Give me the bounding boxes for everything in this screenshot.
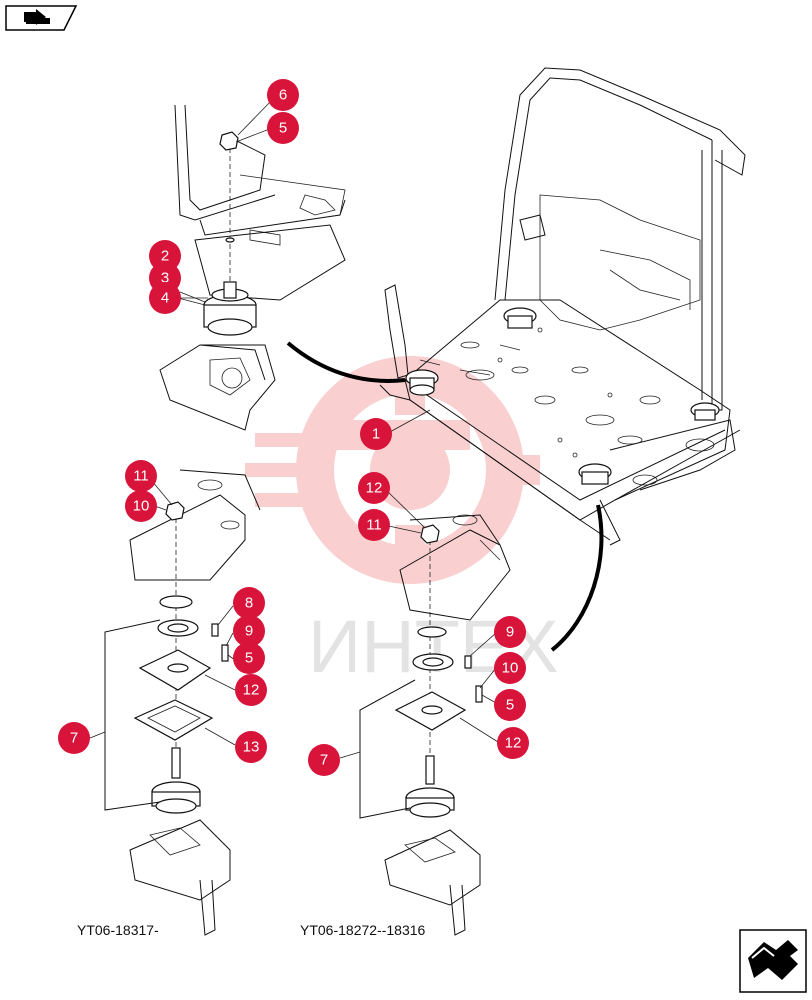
cab-mount-front-right xyxy=(578,463,612,485)
callout-4: 4 xyxy=(149,282,181,314)
svg-text:4: 4 xyxy=(161,290,169,307)
svg-text:8: 8 xyxy=(245,595,253,612)
svg-text:5: 5 xyxy=(506,697,514,714)
svg-text:9: 9 xyxy=(506,624,514,641)
svg-text:7: 7 xyxy=(320,752,328,769)
next-arrow-icon[interactable] xyxy=(738,928,808,994)
callout-10-left: 10 xyxy=(125,490,157,522)
svg-text:11: 11 xyxy=(133,468,149,485)
svg-text:10: 10 xyxy=(133,498,150,515)
cab-mount-front-left xyxy=(405,369,439,396)
svg-text:9: 9 xyxy=(245,623,253,640)
svg-text:1: 1 xyxy=(372,426,380,443)
callout-8-left: 8 xyxy=(233,587,265,619)
curved-arrow-lower xyxy=(550,504,604,652)
leader-lines xyxy=(89,99,499,759)
svg-text:12: 12 xyxy=(243,682,260,699)
callout-5-left: 5 xyxy=(233,642,265,674)
svg-text:5: 5 xyxy=(279,120,287,137)
callout-9-right: 10 xyxy=(494,652,526,684)
callout-9-left: 9 xyxy=(233,615,265,647)
callout-11-right: 12 xyxy=(358,472,390,504)
svg-text:5: 5 xyxy=(245,650,253,667)
callout-7-right: 7 xyxy=(308,744,340,776)
cab-mount-rear-right xyxy=(690,402,720,421)
svg-text:6: 6 xyxy=(279,87,287,104)
callout-10-right: 11 xyxy=(358,509,390,541)
callout-11-left: 11 xyxy=(125,460,157,492)
callout-12-right: 12 xyxy=(497,727,529,759)
lower-left-detail xyxy=(104,469,261,936)
callout-5-right: 5 xyxy=(494,689,526,721)
svg-text:7: 7 xyxy=(70,730,78,747)
callout-5: 5 xyxy=(267,112,299,144)
caption-serial-right: YT06-18272--18316 xyxy=(300,922,426,938)
callout-13: 13 xyxy=(235,731,267,763)
lower-right-detail xyxy=(359,514,511,936)
svg-text:2: 2 xyxy=(161,248,169,265)
back-arrow-icon[interactable] xyxy=(4,4,78,32)
svg-text:10: 10 xyxy=(502,660,519,677)
callout-7-left: 7 xyxy=(58,722,90,754)
curved-arrow-upper xyxy=(286,341,406,383)
caption-serial-left: YT06-18317- xyxy=(77,922,159,938)
callout-1: 1 xyxy=(360,418,392,450)
cab-mount-rear-left xyxy=(503,307,537,329)
upper-mount-detail xyxy=(159,104,346,431)
callout-8-right: 9 xyxy=(494,616,526,648)
callout-12-left: 12 xyxy=(235,674,267,706)
svg-text:12: 12 xyxy=(366,480,383,497)
svg-text:13: 13 xyxy=(243,739,260,756)
callout-6: 6 xyxy=(267,79,299,111)
callout-2: 2 xyxy=(149,240,181,272)
svg-text:3: 3 xyxy=(161,270,169,287)
svg-text:12: 12 xyxy=(505,735,522,752)
svg-text:11: 11 xyxy=(366,517,382,534)
watermark-logo xyxy=(245,356,540,584)
